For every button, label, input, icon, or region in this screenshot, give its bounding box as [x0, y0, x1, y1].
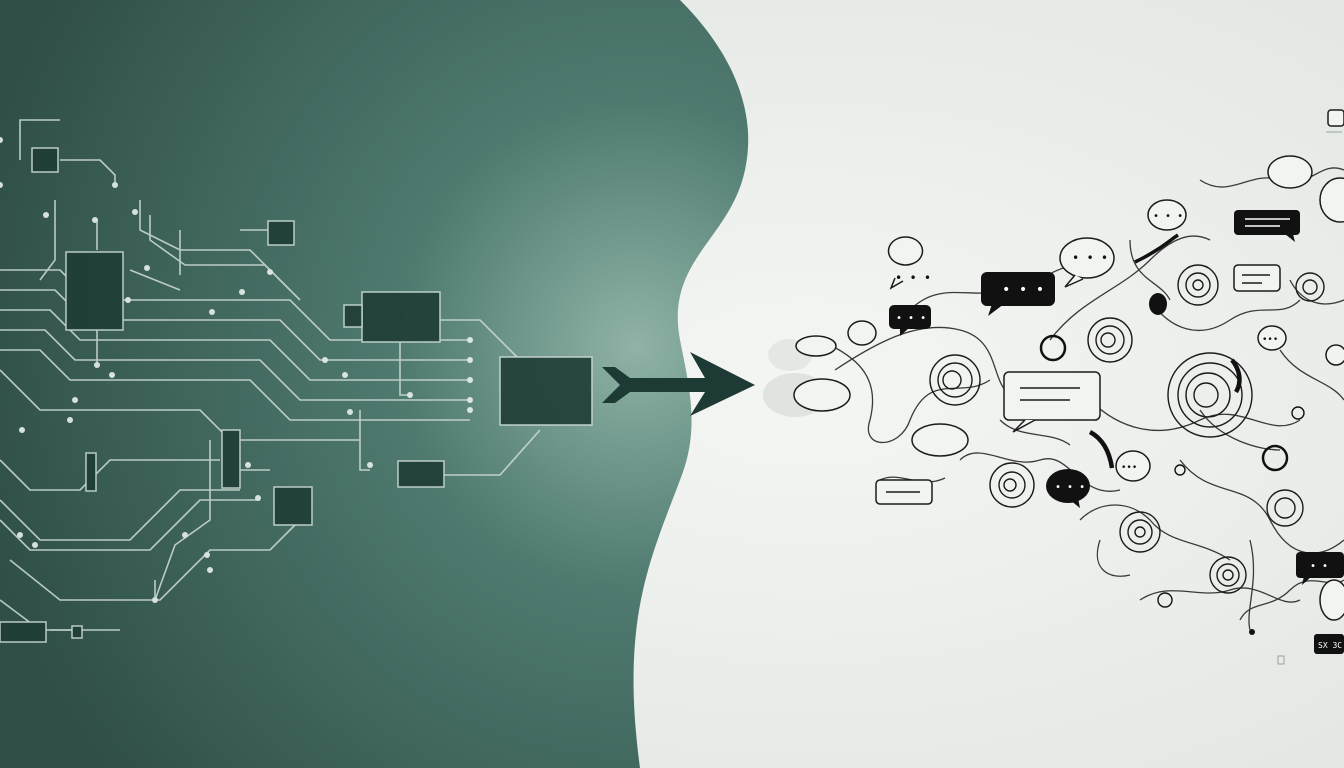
chip	[273, 486, 313, 526]
speech-bubble-icon: • • •	[887, 236, 931, 290]
outline-bubbles: • • • • • • • • • •••	[793, 109, 1344, 621]
speech-bubble-icon	[795, 335, 837, 357]
spiral-doodle-icon	[1177, 264, 1219, 306]
speech-bubble-icon: • • •	[1059, 237, 1115, 288]
chip	[71, 625, 83, 639]
svg-text:• • •: • • •	[1153, 211, 1183, 222]
arrow-right-icon	[602, 352, 755, 416]
circuit-nodes	[0, 137, 473, 603]
chip	[343, 304, 363, 328]
speech-bubble-icon: •••	[1257, 325, 1287, 351]
speech-bubble-icon	[911, 423, 969, 457]
circuit-board-icon	[0, 119, 593, 643]
spiral-doodle-icon	[1209, 556, 1247, 594]
chip	[31, 147, 59, 173]
ring-doodles	[1039, 233, 1305, 635]
spiral-doodle-icon	[929, 354, 981, 406]
speech-bubble-icon	[1319, 579, 1344, 621]
filled-bubbles: • • • • • • • • • • • SX 3C	[889, 210, 1344, 654]
speech-bubble-icon	[1233, 264, 1281, 292]
speech-bubble-icon	[1319, 177, 1344, 223]
speech-bubble-icon	[875, 479, 933, 505]
speech-bubble-icon: • • •	[889, 305, 931, 336]
svg-text:• •: • •	[1310, 561, 1328, 572]
chip	[397, 460, 445, 488]
spiral-doodle-icon	[989, 462, 1035, 508]
speech-bubble-icon	[847, 320, 877, 346]
speech-bubble-icon: • • •	[1147, 199, 1187, 231]
speech-bubble-icon: • • •	[1046, 469, 1090, 508]
speech-bubble-icon: • •	[1296, 552, 1344, 585]
svg-text:• • •: • • •	[896, 313, 926, 324]
svg-text:• • •: • • •	[1072, 251, 1108, 265]
speech-bubble-icon	[1325, 344, 1344, 366]
chip	[221, 429, 241, 489]
chip	[267, 220, 295, 246]
spiral-doodle-icon	[1087, 317, 1133, 363]
chip	[65, 251, 124, 331]
speech-bubble-icon: • • •	[981, 272, 1055, 316]
svg-text:•••: •••	[1262, 335, 1278, 345]
spiral-doodle-icon	[1119, 511, 1161, 553]
speech-bubble-icon: SX 3C	[1314, 634, 1344, 654]
dark-panel	[0, 0, 749, 768]
speech-bubble-icon	[1234, 210, 1300, 242]
spiral-doodle-icon	[1167, 352, 1253, 438]
speech-bubble-icon: •••	[1115, 450, 1151, 482]
faint-doodles	[1277, 131, 1342, 665]
chip	[0, 621, 47, 643]
circuit-traces	[0, 119, 541, 631]
small-tag-label: SX 3C	[1318, 641, 1342, 650]
spiral-doodle-icon	[1266, 489, 1304, 527]
svg-text:• • •: • • •	[895, 271, 931, 285]
spiral-doodle-icon	[1295, 272, 1325, 302]
chip	[499, 356, 593, 426]
speech-bubble-icon	[1267, 155, 1313, 189]
svg-text:• • •: • • •	[1055, 482, 1085, 493]
spiral-doodles	[929, 264, 1325, 594]
chip	[85, 452, 97, 492]
circuit-chips	[0, 147, 593, 643]
speech-bubble-icon	[1327, 109, 1344, 127]
chip	[361, 291, 441, 343]
speech-bubble-icon	[793, 378, 851, 412]
speech-bubble-icon	[1003, 371, 1101, 433]
svg-text:•••: •••	[1121, 463, 1137, 473]
svg-text:• • •: • • •	[1002, 282, 1044, 298]
